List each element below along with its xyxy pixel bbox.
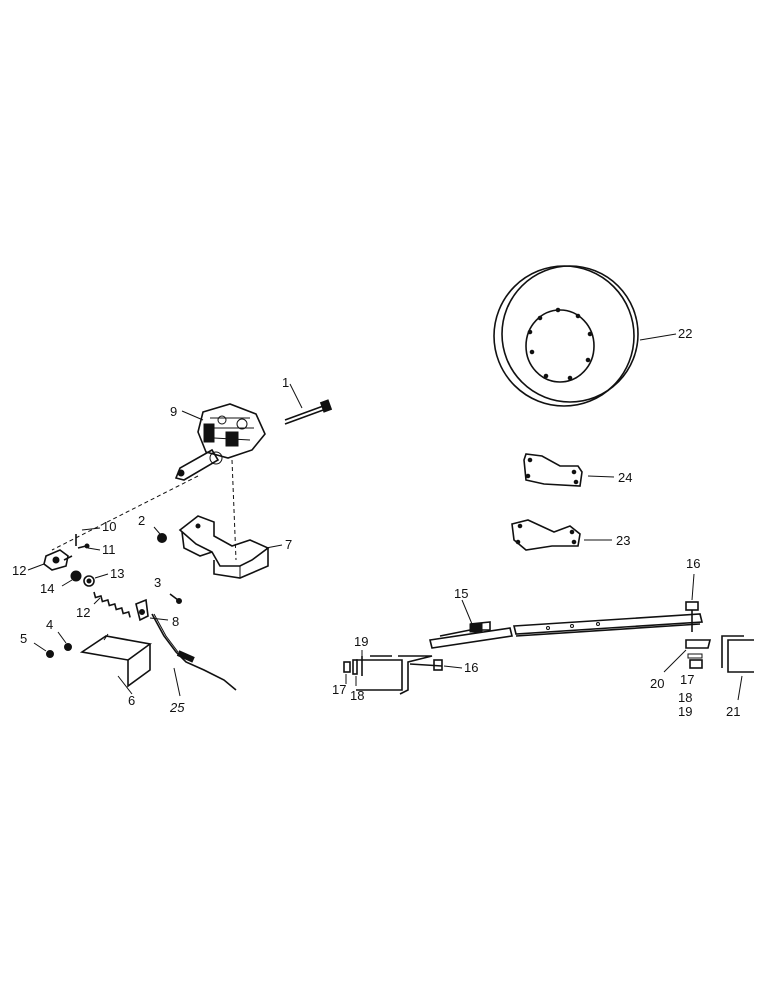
callout-18-right: 18 bbox=[678, 690, 692, 705]
callout-15: 15 bbox=[454, 586, 468, 601]
callout-10: 10 bbox=[102, 519, 116, 534]
part-11-bolt bbox=[77, 543, 101, 551]
part-5-screw bbox=[33, 642, 54, 658]
callout-2: 2 bbox=[138, 513, 145, 528]
callout-21: 21 bbox=[726, 704, 740, 719]
callout-18-left: 18 bbox=[350, 688, 364, 703]
callout-19-left: 19 bbox=[354, 634, 368, 649]
part-channel-left bbox=[356, 655, 433, 695]
part-4-nut bbox=[57, 631, 72, 651]
part-10-pin bbox=[75, 527, 101, 546]
alignment-line-9-12 bbox=[51, 475, 199, 551]
part-13-washer bbox=[83, 573, 109, 587]
callout-14: 14 bbox=[40, 581, 54, 596]
callout-20: 20 bbox=[650, 676, 664, 691]
callout-13: 13 bbox=[110, 566, 124, 581]
part-17-right bbox=[687, 653, 703, 669]
callout-25: 25 bbox=[169, 700, 185, 715]
callout-7: 7 bbox=[285, 537, 292, 552]
callout-17-right: 17 bbox=[680, 672, 694, 687]
callout-3: 3 bbox=[154, 575, 161, 590]
callout-12-upper: 12 bbox=[12, 563, 26, 578]
part-22-brake-disc bbox=[493, 265, 677, 407]
callout-6: 6 bbox=[128, 693, 135, 708]
part-23-shim bbox=[511, 519, 612, 551]
callout-24: 24 bbox=[618, 470, 632, 485]
part-2-nut bbox=[153, 526, 167, 543]
part-24-plate bbox=[523, 453, 615, 487]
part-17-left bbox=[343, 661, 351, 684]
part-3-screw bbox=[169, 593, 182, 604]
part-15-bar bbox=[429, 599, 704, 649]
part-14-nut bbox=[61, 570, 82, 587]
callout-19-right: 19 bbox=[678, 704, 692, 719]
part-6-angle-bracket bbox=[79, 633, 152, 695]
callout-17-left: 17 bbox=[332, 682, 346, 697]
callout-22: 22 bbox=[678, 326, 692, 341]
callout-11: 11 bbox=[102, 542, 116, 557]
alignment-line-9-7 bbox=[231, 459, 237, 561]
part-1-bolt bbox=[284, 383, 333, 425]
part-20-bracket bbox=[663, 639, 712, 673]
part-18-left bbox=[352, 659, 358, 686]
part-12-clevis bbox=[27, 549, 73, 571]
part-8-clip bbox=[135, 598, 169, 622]
callout-12-lower: 12 bbox=[76, 605, 90, 620]
part-16-bolt-upper bbox=[685, 573, 699, 632]
callout-5: 5 bbox=[20, 631, 27, 646]
callout-16-lower: 16 bbox=[464, 660, 478, 675]
part-7-bracket bbox=[178, 515, 283, 579]
part-16-bolt-lower bbox=[409, 659, 463, 671]
callout-16-upper: 16 bbox=[686, 556, 700, 571]
part-25-cable bbox=[151, 613, 237, 697]
callout-1: 1 bbox=[282, 375, 289, 390]
part-12-spring bbox=[93, 591, 131, 618]
callout-4: 4 bbox=[46, 617, 53, 632]
part-9-caliper bbox=[174, 403, 266, 481]
callout-8: 8 bbox=[172, 614, 179, 629]
part-21-channel bbox=[721, 635, 754, 701]
callout-23: 23 bbox=[616, 533, 630, 548]
callout-9: 9 bbox=[170, 404, 177, 419]
